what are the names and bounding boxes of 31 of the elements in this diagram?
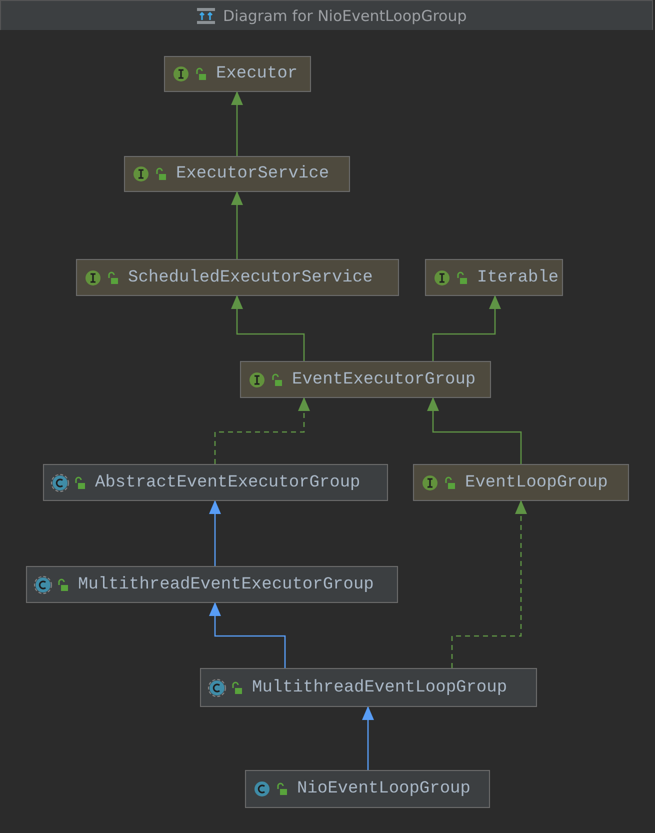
interface-name: Executor bbox=[216, 64, 298, 84]
interface-name: ExecutorService bbox=[176, 164, 330, 184]
inheritance-arrow bbox=[231, 191, 243, 259]
inheritance-arrow bbox=[432, 295, 501, 361]
interface-box bbox=[76, 259, 399, 296]
window-title: Diagram for NioEventLoopGroup bbox=[223, 7, 467, 25]
class-box bbox=[245, 770, 490, 808]
inheritance-arrow bbox=[209, 602, 286, 668]
inheritance-arrow bbox=[231, 295, 305, 361]
interface-box bbox=[240, 361, 491, 398]
interface-box bbox=[124, 156, 350, 192]
interface-name: EventExecutorGroup bbox=[292, 370, 476, 389]
interface-box bbox=[413, 464, 629, 501]
class-name: AbstractEventExecutorGroup bbox=[95, 473, 360, 492]
inheritance-arrow bbox=[209, 500, 221, 566]
class-box bbox=[26, 566, 398, 603]
interface-box bbox=[425, 259, 563, 296]
inheritance-arrow bbox=[451, 500, 527, 668]
inheritance-arrow bbox=[362, 706, 374, 770]
interface-name: ScheduledExecutorService bbox=[128, 268, 373, 287]
class-name: MultithreadEventLoopGroup bbox=[252, 678, 508, 697]
interface-box bbox=[164, 56, 311, 92]
interface-name: Iterable bbox=[477, 268, 559, 287]
class-box bbox=[43, 464, 388, 501]
inheritance-arrow bbox=[427, 397, 522, 464]
class-name: NioEventLoopGroup bbox=[297, 780, 470, 798]
class-name: MultithreadEventExecutorGroup bbox=[78, 575, 374, 594]
inheritance-arrow bbox=[231, 91, 243, 156]
inheritance-arrow bbox=[214, 397, 310, 464]
class-box bbox=[200, 668, 537, 707]
interface-name: EventLoopGroup bbox=[465, 473, 608, 492]
